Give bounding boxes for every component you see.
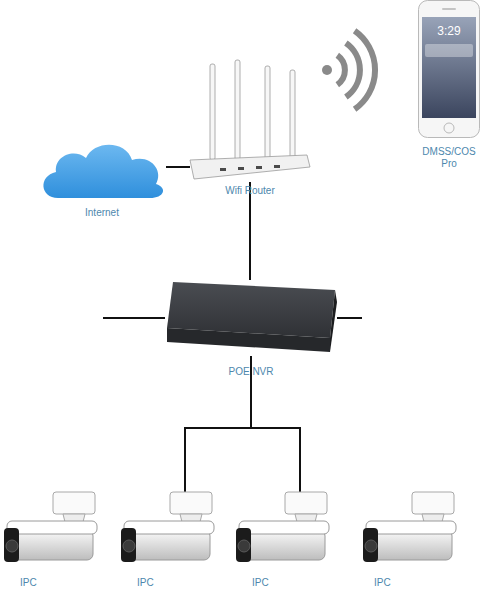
camera-sunshade (239, 521, 329, 534)
wifi-arc (355, 31, 375, 110)
camera-front (363, 528, 378, 562)
nvr-icon (165, 280, 337, 356)
camera-front (121, 528, 136, 562)
node-label: Internet (52, 207, 152, 219)
camera-lens (365, 540, 377, 552)
camera-front (4, 528, 19, 562)
camera-lens (238, 540, 250, 552)
camera-node: IPC (120, 490, 220, 572)
camera-icon (362, 490, 462, 572)
node-label: DMSS/COS Pro (419, 146, 479, 170)
camera-lens (6, 540, 18, 552)
camera-lens (123, 540, 135, 552)
nvr-node: POE NVR (165, 280, 337, 356)
wifi-dot (322, 65, 332, 75)
camera-sunshade (7, 521, 97, 534)
router-body (190, 155, 310, 179)
phone-icon (418, 0, 480, 138)
camera-node: IPC (3, 490, 103, 572)
camera-sunshade (124, 521, 214, 534)
wifi-arc (346, 43, 360, 97)
phone-node: DMSS/COS Pro (418, 0, 480, 138)
router-port (274, 165, 280, 168)
camera-node: IPC (362, 490, 462, 572)
node-label: IPC (20, 577, 80, 589)
node-label: IPC (137, 577, 197, 589)
network-cable (249, 182, 251, 280)
router-icon (190, 60, 310, 182)
router-port (256, 166, 262, 169)
camera-mount-plate (412, 492, 454, 514)
phone-notification (425, 44, 473, 57)
nvr-side (330, 290, 337, 352)
wifi-signal (315, 25, 395, 117)
network-cable (103, 317, 165, 319)
phone-speaker (442, 8, 456, 10)
node-label: IPC (374, 577, 434, 589)
node-label: Wifi Router (210, 185, 290, 197)
camera-icon (235, 490, 335, 572)
camera-node: IPC (235, 490, 335, 572)
node-label: IPC (252, 577, 312, 589)
camera-mount-plate (53, 492, 95, 514)
cloud-shape (43, 145, 163, 198)
router-antenna (235, 60, 240, 160)
phone-body (419, 1, 480, 138)
camera-front (236, 528, 251, 562)
cloud-node: Internet (38, 138, 166, 200)
camera-mount-plate (170, 492, 212, 514)
camera-mount-plate (285, 492, 327, 514)
phone-screen (422, 17, 476, 118)
network-cable (166, 166, 190, 168)
camera-icon (120, 490, 220, 572)
router-antenna (290, 70, 295, 160)
network-cable (337, 317, 362, 319)
nvr-front (167, 328, 330, 352)
router-port (220, 168, 226, 171)
router-antenna (210, 64, 215, 160)
router-antenna (265, 66, 270, 160)
node-label: POE NVR (201, 366, 301, 378)
router-node: Wifi Router (190, 60, 310, 182)
cloud-icon (38, 138, 166, 200)
router-port (238, 167, 244, 170)
screen-time: 3:29 (422, 24, 476, 38)
camera-sunshade (366, 521, 456, 534)
phone-home-button (444, 123, 454, 133)
camera-icon (3, 490, 103, 572)
wifi-arc (337, 55, 345, 84)
